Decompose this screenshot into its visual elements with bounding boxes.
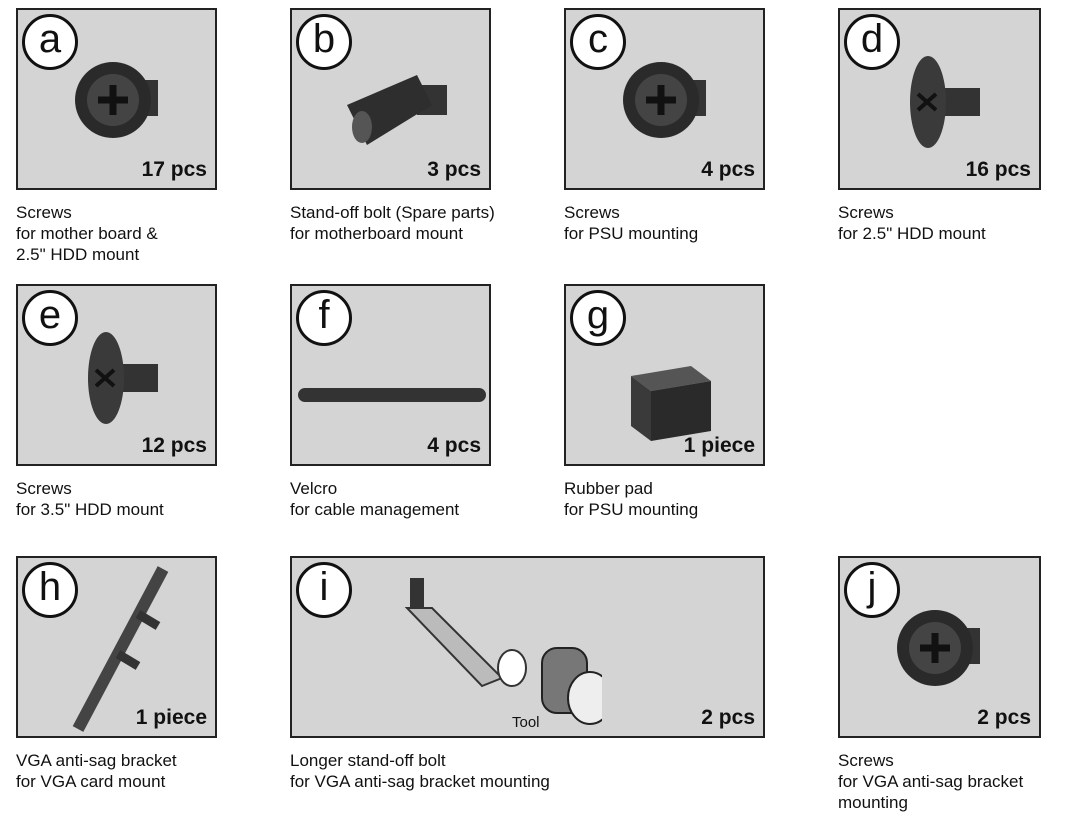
quantity-label: 4 pcs [701, 158, 755, 181]
item-caption: Screws for PSU mounting [564, 202, 698, 244]
item-caption: Screws for mother board & 2.5" HDD mount [16, 202, 158, 265]
item-caption: Longer stand-off bolt for VGA anti-sag br… [290, 750, 550, 792]
part-photo: d 16 pcs [838, 8, 1041, 190]
quantity-label: 1 piece [135, 706, 207, 729]
item-caption: Screws for 3.5" HDD mount [16, 478, 164, 520]
part-photo: g 1 piece [564, 284, 765, 466]
screw-icon [910, 56, 980, 148]
screw-icon [897, 610, 980, 686]
item-description: for PSU mounting [564, 500, 699, 519]
quantity-label: 2 pcs [977, 706, 1031, 729]
item-title: Screws [838, 751, 894, 770]
item-description: for 2.5" HDD mount [838, 224, 986, 243]
item-title: Screws [16, 479, 72, 498]
item-caption: Rubber pad for PSU mounting [564, 478, 698, 520]
rubber-pad-icon [631, 366, 711, 441]
part-photo: c 4 pcs [564, 8, 765, 190]
long-standoff-bolt-icon [404, 578, 602, 725]
quantity-label: 17 pcs [141, 158, 207, 181]
item-letter-badge: h [22, 562, 78, 618]
quantity-label: 2 pcs [701, 706, 755, 729]
item-description: for cable management [290, 500, 460, 519]
screw-icon [88, 332, 158, 424]
quantity-label: 4 pcs [427, 434, 481, 457]
item-title: Stand-off bolt (Spare parts) [290, 203, 495, 222]
item-title: Screws [838, 203, 894, 222]
part-photo: b 3 pcs [290, 8, 491, 190]
item-letter-badge: e [22, 290, 78, 346]
item-caption: Velcro for cable management [290, 478, 459, 520]
part-photo: h 1 piece [16, 556, 217, 738]
item-description: for VGA anti-sag bracket mounting [838, 772, 1024, 812]
item-description: for motherboard mount [290, 224, 463, 243]
quantity-label: 1 piece [683, 434, 755, 457]
part-photo: f 4 pcs [290, 284, 491, 466]
item-letter-badge: c [570, 14, 626, 70]
item-letter-badge: j [844, 562, 900, 618]
item-title: Screws [564, 203, 620, 222]
screw-icon [75, 62, 158, 138]
quantity-label: 12 pcs [141, 434, 207, 457]
quantity-label: 16 pcs [965, 158, 1031, 181]
item-description: for VGA card mount [16, 772, 166, 791]
item-description: for VGA anti-sag bracket mounting [290, 772, 550, 791]
standoff-bolt-icon [347, 75, 447, 145]
item-letter-badge: i [296, 562, 352, 618]
part-photo: a 17 pcs [16, 8, 217, 190]
quantity-label: 3 pcs [427, 158, 481, 181]
screw-icon [623, 62, 706, 138]
item-title: Rubber pad [564, 479, 653, 498]
velcro-strap-icon [298, 388, 486, 402]
item-title: Longer stand-off bolt [290, 751, 446, 770]
item-description: for 3.5" HDD mount [16, 500, 164, 519]
part-photo: i Tool 2 pcs [290, 556, 765, 738]
part-photo: e 12 pcs [16, 284, 217, 466]
item-description: for PSU mounting [564, 224, 699, 243]
item-caption: Screws for 2.5" HDD mount [838, 202, 986, 244]
item-caption: Stand-off bolt (Spare parts) for motherbo… [290, 202, 495, 244]
bracket-icon [72, 566, 169, 732]
item-title: Screws [16, 203, 72, 222]
item-letter-badge: d [844, 14, 900, 70]
item-description: for mother board & 2.5" HDD mount [16, 224, 158, 264]
item-title: Velcro [290, 479, 338, 498]
item-title: VGA anti-sag bracket [16, 751, 177, 770]
item-letter-badge: a [22, 14, 78, 70]
item-letter-badge: f [296, 290, 352, 346]
item-letter-badge: g [570, 290, 626, 346]
part-photo: j 2 pcs [838, 556, 1041, 738]
item-letter-badge: b [296, 14, 352, 70]
item-caption: Screws for VGA anti-sag bracket mounting [838, 750, 1023, 813]
item-caption: VGA anti-sag bracket for VGA card mount [16, 750, 177, 792]
tool-label: Tool [512, 714, 540, 731]
